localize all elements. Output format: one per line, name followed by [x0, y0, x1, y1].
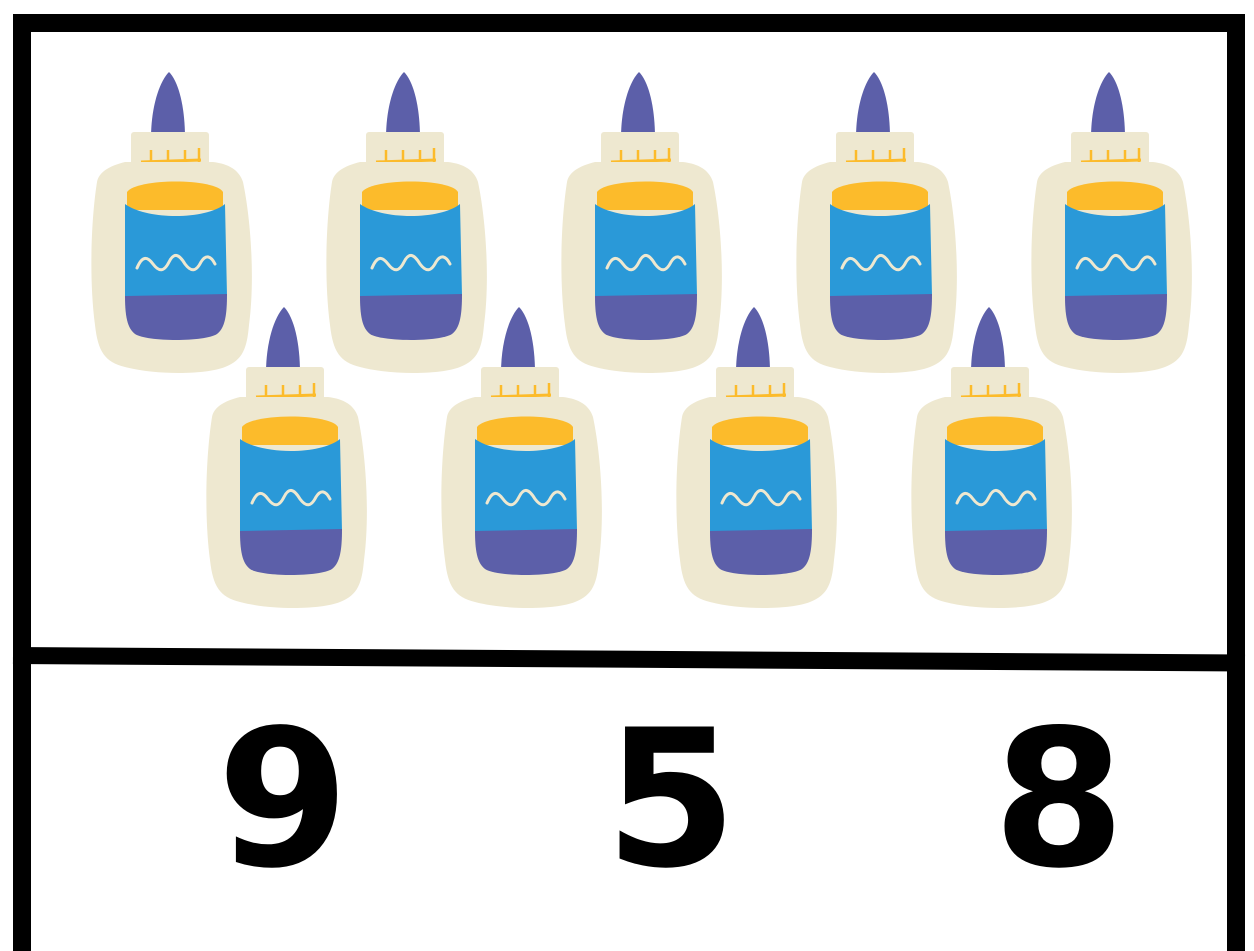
glue-bottle-icon — [790, 70, 960, 375]
frame-left-border — [13, 14, 31, 951]
frame-top-border — [13, 14, 1245, 32]
glue-bottle-icon — [905, 305, 1075, 610]
glue-bottle-icon — [200, 305, 370, 610]
divider-line — [12, 647, 1246, 672]
glue-bottle-icon — [320, 70, 490, 375]
glue-bottle-icon — [670, 305, 840, 610]
answer-choice-1[interactable]: 9 — [216, 689, 350, 910]
glue-bottle-icon — [85, 70, 255, 375]
glue-bottle-icon — [555, 70, 725, 375]
frame-right-border — [1227, 14, 1245, 951]
glue-bottle-icon — [1025, 70, 1195, 375]
answer-choice-2[interactable]: 5 — [604, 689, 738, 910]
glue-bottle-icon — [435, 305, 605, 610]
answer-choice-3[interactable]: 8 — [992, 689, 1126, 910]
